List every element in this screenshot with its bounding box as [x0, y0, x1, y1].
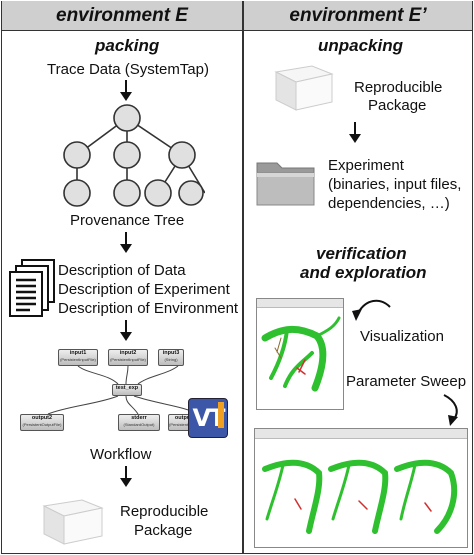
module-type: (PersistentInputFile): [110, 357, 146, 362]
workflow-module-input3: input3 (String): [158, 349, 184, 366]
parameter-sweep-window[interactable]: [254, 428, 468, 548]
description-data: Description of Data: [58, 262, 186, 279]
experiment-line2: (binaries, input files,: [328, 176, 462, 193]
tree-leaf-node: [113, 179, 141, 207]
trace-data-label: Trace Data (SystemTap): [47, 61, 209, 78]
arrow-down-icon: [120, 466, 132, 487]
column-divider: [242, 1, 244, 554]
description-environment: Description of Environment: [58, 300, 239, 317]
tree-leaf-node: [178, 180, 204, 206]
tree-leaf-node: [63, 179, 91, 207]
workflow-module-input2: input2 (PersistentInputFile): [108, 349, 148, 366]
arrow-down-icon: [120, 320, 132, 341]
folder-icon: [256, 162, 315, 206]
verification-title-line1: verification: [316, 244, 407, 263]
workflow-module-stderr: stderr (StandardOutput): [118, 414, 160, 431]
packing-title: packing: [95, 36, 160, 55]
verification-title-line2: and exploration: [300, 263, 427, 282]
curved-arrow-icon: [443, 394, 458, 426]
arrow-down-icon: [120, 80, 132, 101]
workflow-label: Workflow: [90, 446, 152, 463]
module-title: input2: [119, 350, 137, 356]
experiment-line3: dependencies, …): [328, 195, 450, 212]
module-title: output2: [31, 415, 53, 421]
right-package-line1: Reproducible: [354, 79, 443, 96]
document-stack-icon: [9, 259, 55, 317]
workflow-module-input1: input1 (PersistentInputFile): [58, 349, 98, 366]
package-box-icon: [274, 65, 334, 111]
tree-root-node: [113, 104, 141, 132]
unpacking-title: unpacking: [318, 36, 404, 55]
parameter-sweep-label: Parameter Sweep: [346, 373, 467, 390]
workflow-module-output2: output2 (PersistentOutputFile): [20, 414, 64, 431]
module-type: (PersistentInputFile): [60, 357, 96, 362]
module-title: input3: [162, 350, 180, 356]
left-package-line1: Reproducible: [120, 503, 209, 520]
provenance-tree-diagram: [63, 104, 205, 207]
module-title: input1: [69, 350, 87, 356]
module-title: test_exp: [115, 385, 139, 391]
visualization-label: Visualization: [360, 328, 444, 345]
right-package-line2: Package: [368, 97, 427, 114]
visualization-window[interactable]: [256, 298, 344, 410]
vistrails-logo-icon: VT: [188, 398, 228, 438]
sweep-renders: [262, 459, 458, 534]
module-type: (String): [164, 357, 178, 362]
left-header: environment E: [2, 1, 242, 31]
provenance-tree-label: Provenance Tree: [70, 212, 185, 229]
module-type: (StandardOutput): [123, 422, 155, 427]
tree-node: [113, 141, 141, 169]
vessel-render: [261, 316, 341, 392]
module-title: stderr: [131, 415, 147, 421]
description-experiment: Description of Experiment: [58, 281, 230, 298]
tree-node: [63, 141, 91, 169]
module-title: output1: [174, 415, 196, 421]
tree-leaf-node: [144, 179, 172, 207]
right-header: environment E’: [244, 1, 472, 31]
right-header-text: environment E’: [289, 4, 427, 26]
left-header-text: environment E: [56, 4, 188, 26]
module-type: (PersistentOutputFile): [169, 422, 201, 427]
window-titlebar: [257, 299, 343, 308]
workflow-module-test-exp: test_exp: [112, 384, 142, 396]
package-box-icon: [42, 499, 104, 545]
arrow-down-icon: [120, 232, 132, 253]
tree-node: [168, 141, 196, 169]
module-type: (PersistentOutputFile): [22, 422, 62, 427]
left-package-line2: Package: [134, 522, 193, 539]
logo-accent: [218, 402, 224, 428]
window-titlebar: [255, 429, 467, 439]
experiment-line1: Experiment: [328, 157, 404, 174]
curved-arrow-icon: [352, 299, 391, 321]
arrow-down-icon: [349, 122, 361, 143]
